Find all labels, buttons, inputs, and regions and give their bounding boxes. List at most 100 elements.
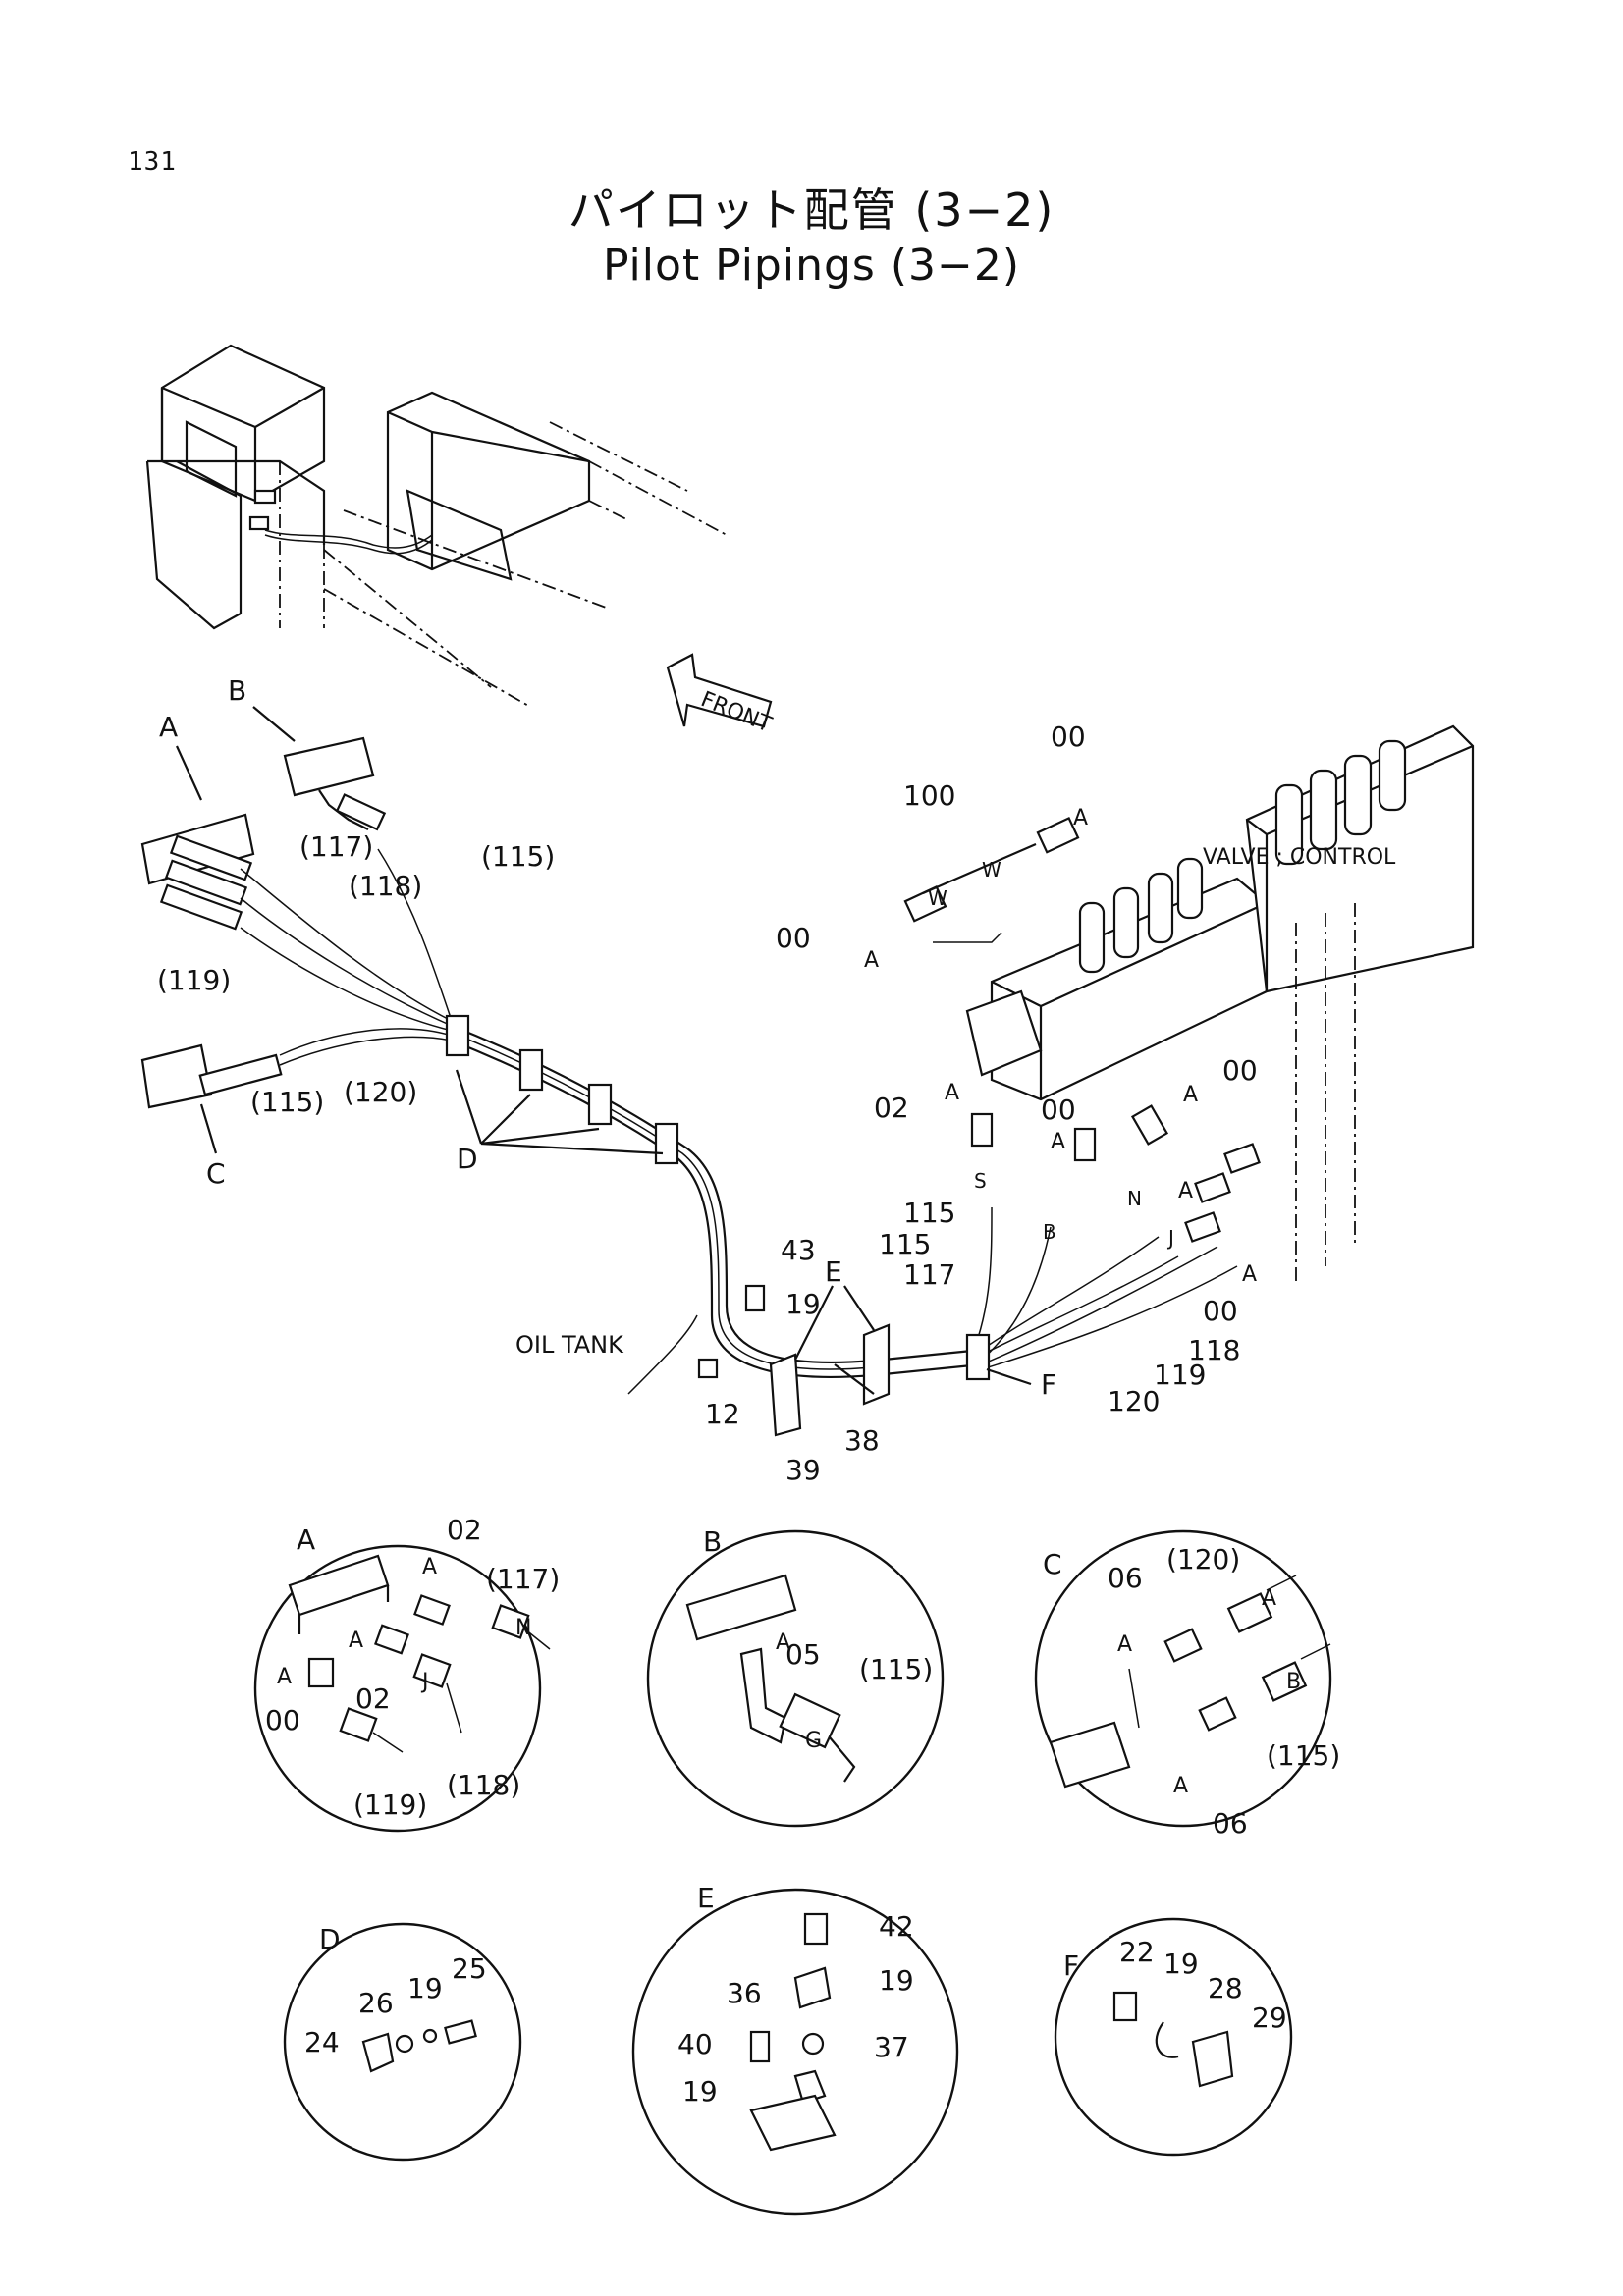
detail-C-120: (120) [1166, 1543, 1240, 1575]
detail-A-119: (119) [353, 1789, 427, 1821]
label-00-mid: 00 [1041, 1094, 1076, 1126]
page-number: 131 [128, 147, 177, 177]
detail-A: A 02 A (117) N A 02 J A 00 (119) (118) [253, 1514, 560, 1833]
detail-E-19b: 19 [682, 2075, 718, 2108]
detail-E-37: 37 [874, 2031, 909, 2063]
label-00-right: 00 [1222, 1054, 1258, 1087]
label-119: (119) [157, 964, 231, 996]
detail-C-A: A [1117, 1632, 1132, 1657]
detail-D-26: 26 [358, 1987, 394, 2019]
tank-fittings [627, 1284, 891, 1437]
label-38: 38 [844, 1424, 880, 1457]
detail-B: B A 05 (115) G [646, 1525, 945, 1828]
valve-fittings [903, 816, 1261, 1243]
label-D: D [457, 1143, 478, 1175]
page-title-japanese: パイロット配管 (3−2) [568, 184, 1055, 237]
label-115-bottom: (115) [250, 1086, 324, 1118]
label-A-2: A [864, 948, 879, 973]
main-labels: B A C D F E (117) (118) (115) (119) (115… [157, 674, 1396, 1486]
label-A-5: A [1183, 1083, 1198, 1107]
label-W-2: W [982, 858, 1001, 881]
detail-A-A: A [422, 1555, 437, 1579]
label-B-small: B [1043, 1220, 1056, 1244]
detail-A-00: 00 [265, 1704, 300, 1736]
detail-E-19a: 19 [879, 1964, 914, 1997]
detail-A-02b: 02 [355, 1682, 391, 1715]
detail-D-24: 24 [304, 2026, 340, 2058]
hose-bundle [240, 848, 1238, 1381]
label-118-main: 118 [1188, 1334, 1240, 1366]
detail-E-36: 36 [727, 1977, 762, 2009]
label-120: (120) [344, 1076, 417, 1108]
detail-A-title: A [297, 1523, 315, 1556]
detail-C-title: C [1043, 1548, 1062, 1580]
detail-B-G: G [805, 1729, 822, 1753]
detail-A-02a: 02 [447, 1514, 482, 1546]
label-C: C [206, 1157, 226, 1190]
switch-blocks [140, 736, 387, 1109]
detail-B-A: A [776, 1630, 790, 1655]
detail-D-title: D [319, 1923, 341, 1955]
label-39: 39 [785, 1454, 821, 1486]
label-120-main: 120 [1108, 1385, 1160, 1417]
detail-C-06a: 06 [1108, 1562, 1143, 1594]
detail-C-A2: A [1262, 1586, 1276, 1611]
detail-B-05: 05 [785, 1638, 821, 1671]
label-00-top: 00 [1051, 721, 1086, 753]
detail-E-42: 42 [879, 1910, 914, 1943]
detail-F-28: 28 [1208, 1972, 1243, 2004]
detail-A-A3: A [277, 1665, 292, 1689]
label-A-4: A [1051, 1130, 1065, 1154]
detail-F-29: 29 [1252, 2002, 1287, 2034]
label-19: 19 [785, 1288, 821, 1320]
label-N: N [1127, 1187, 1142, 1210]
label-43: 43 [781, 1234, 816, 1266]
label-00-low: 00 [1203, 1295, 1238, 1327]
label-115-b: 115 [879, 1228, 931, 1260]
detail-A-118: (118) [447, 1769, 520, 1801]
label-119-main: 119 [1154, 1359, 1206, 1391]
detail-C-B: B [1286, 1670, 1301, 1694]
label-02: 02 [874, 1092, 909, 1124]
detail-E: E 42 19 36 37 40 19 [631, 1882, 959, 2216]
label-A: A [159, 711, 178, 743]
label-118: (118) [349, 870, 422, 902]
label-E: E [825, 1255, 842, 1288]
label-A-7: A [1242, 1262, 1257, 1287]
label-J: J [1166, 1226, 1174, 1250]
detail-F-22: 22 [1119, 1936, 1155, 1968]
label-F: F [1041, 1368, 1056, 1401]
label-S: S [974, 1169, 987, 1193]
label-W-1: W [928, 886, 947, 910]
detail-E-40: 40 [677, 2028, 713, 2060]
detail-F: F 22 19 28 29 [1054, 1917, 1293, 2157]
detail-C: C 06 (120) A A B (115) A 06 [1034, 1529, 1340, 1840]
label-117: (117) [299, 830, 373, 863]
detail-A-N: N [515, 1616, 531, 1640]
detail-D-25: 25 [452, 1952, 487, 1985]
detail-E-title: E [697, 1882, 715, 1914]
label-12: 12 [705, 1398, 740, 1430]
detail-B-115: (115) [859, 1653, 933, 1685]
detail-D-19: 19 [407, 1972, 443, 2004]
detail-C-A3: A [1173, 1774, 1188, 1798]
control-valve [965, 724, 1475, 1286]
detail-F-title: F [1063, 1949, 1079, 1982]
label-B: B [228, 674, 246, 707]
label-115-top: (115) [481, 840, 555, 873]
front-arrow: FRONT [666, 653, 776, 738]
detail-B-title: B [703, 1525, 722, 1558]
detail-F-19: 19 [1163, 1948, 1199, 1980]
machine-overview [145, 344, 728, 708]
detail-A-117: (117) [486, 1563, 560, 1595]
label-115-a: 115 [903, 1197, 955, 1229]
detail-C-06b: 06 [1213, 1807, 1248, 1840]
label-A-1: A [1073, 806, 1088, 830]
label-100: 100 [903, 779, 955, 812]
detail-D: D 25 26 19 24 [283, 1922, 522, 2162]
detail-C-115: (115) [1267, 1739, 1340, 1772]
detail-A-A2: A [349, 1629, 363, 1653]
label-A-3: A [945, 1081, 959, 1105]
page-title-english: Pilot Pipings (3−2) [602, 240, 1021, 291]
